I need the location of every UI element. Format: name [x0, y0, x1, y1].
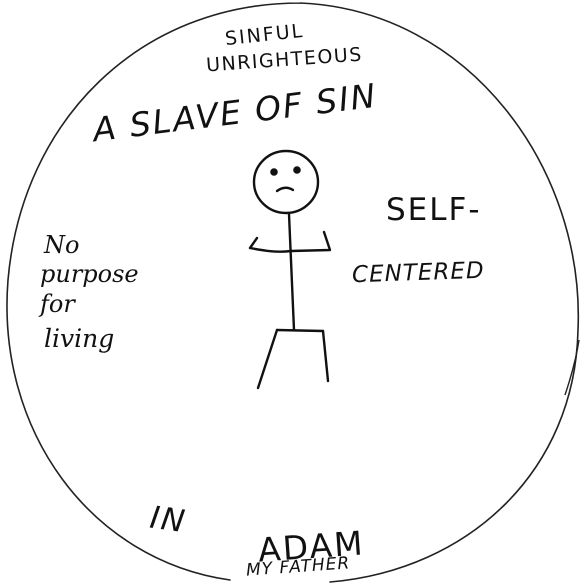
figure-right-eye — [294, 167, 299, 172]
label-purpose: purpose — [40, 262, 139, 286]
figure-head — [254, 151, 318, 213]
label-for: for — [40, 292, 75, 316]
figure-left-arm — [250, 238, 291, 252]
figure-left-leg — [258, 330, 277, 388]
label-in: IN — [148, 503, 188, 539]
label-centered: CENTERED — [352, 260, 485, 288]
figure-body — [289, 214, 294, 330]
figure-frown — [277, 188, 293, 191]
label-living: living — [44, 326, 114, 351]
figure-left-eye — [271, 169, 276, 174]
label-no: No — [44, 233, 79, 257]
figure-right-arm — [291, 232, 330, 251]
stick-figure — [250, 151, 330, 388]
figure-hips — [277, 330, 323, 331]
figure-right-leg — [323, 331, 328, 381]
label-self: SELF- — [386, 195, 482, 226]
